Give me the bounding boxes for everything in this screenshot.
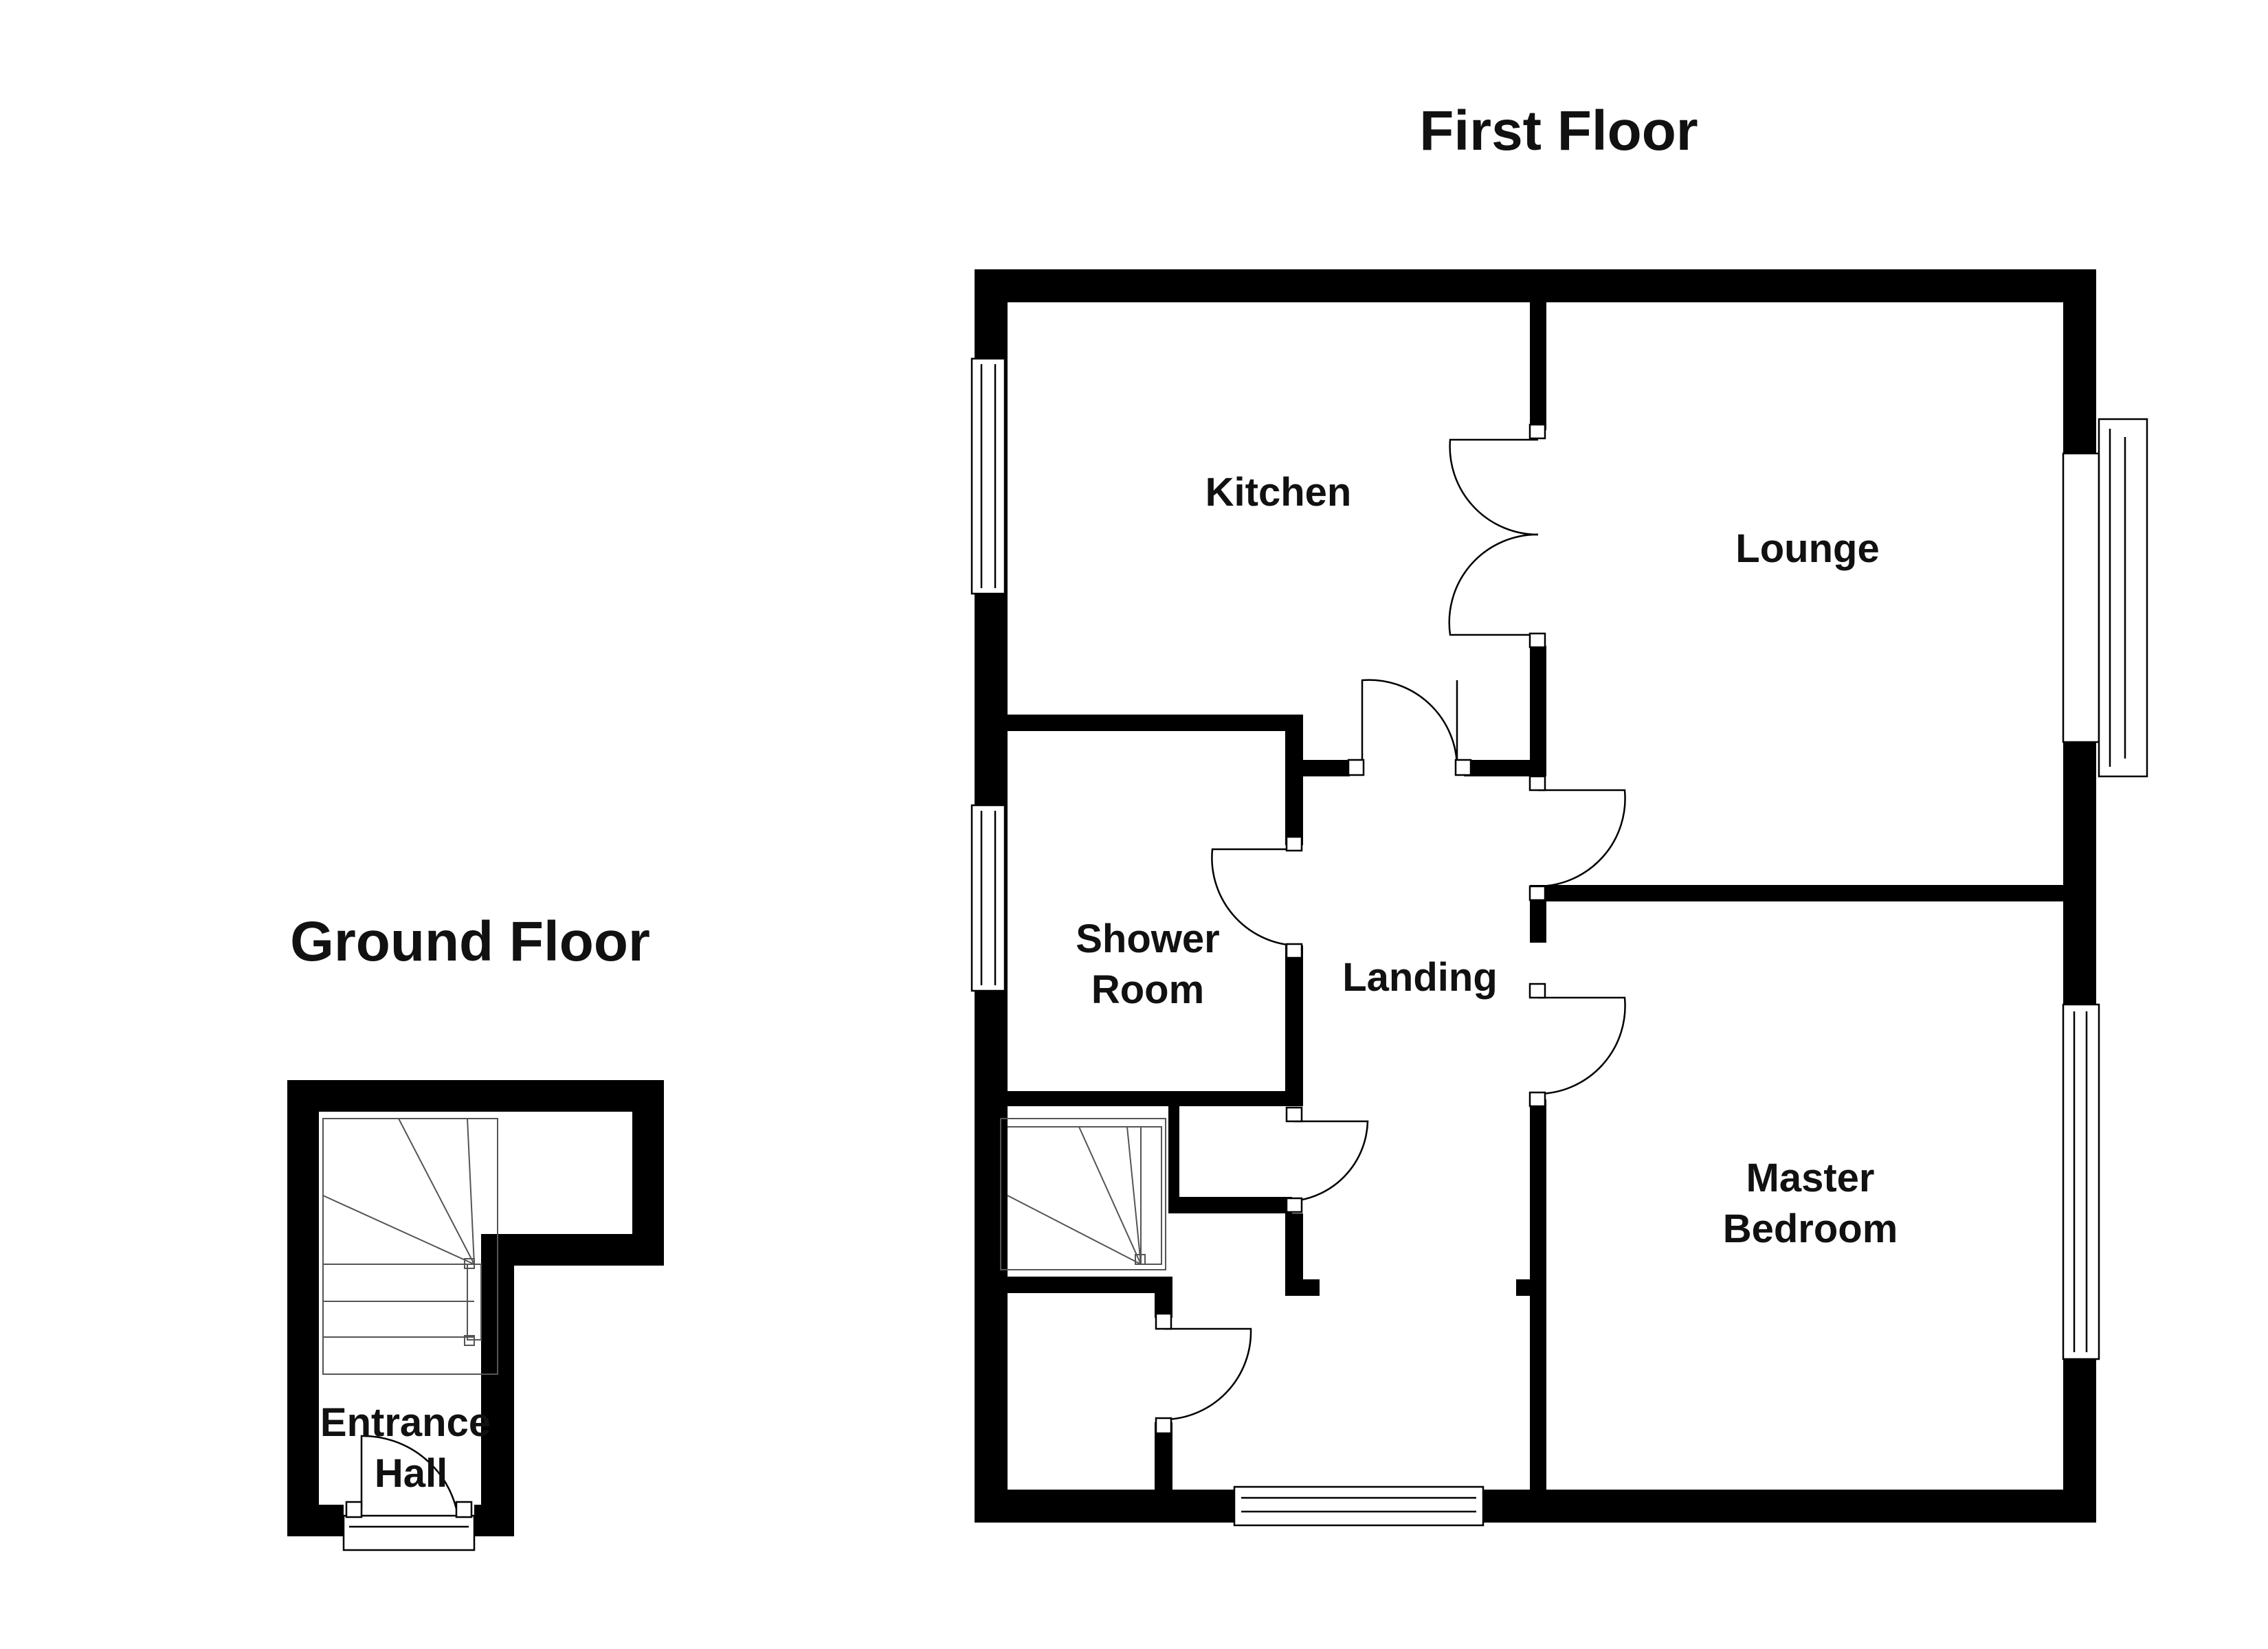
- lounge-door: [1528, 775, 1626, 901]
- room-label-shower-line2: Room: [1091, 967, 1204, 1012]
- shower-room-door: [1211, 835, 1303, 959]
- bedroom-window: [2062, 1003, 2100, 1360]
- room-label-entrance-line1: Entrance: [320, 1400, 491, 1445]
- room-label-lounge: Lounge: [1735, 526, 1879, 571]
- first-floor-title: First Floor: [1419, 100, 1698, 162]
- ground-floor-plan: Ground Floor Entrance Hall: [287, 910, 664, 1551]
- first-floor-windows: [970, 357, 2148, 1527]
- room-label-kitchen: Kitchen: [1205, 470, 1352, 515]
- first-floor-doors: [1155, 423, 1626, 1435]
- store-door: [1155, 1312, 1252, 1435]
- kitchen-lounge-double-door: [1448, 423, 1546, 649]
- entrance-threshold: [342, 1514, 476, 1551]
- room-label-entrance-line2: Hall: [375, 1451, 447, 1496]
- entrance-door: [345, 1435, 473, 1518]
- interior-walls: [1008, 302, 2063, 1490]
- lounge-bay-window: [2062, 418, 2148, 778]
- room-label-landing: Landing: [1342, 955, 1498, 1000]
- cupboard-door: [1285, 1106, 1369, 1213]
- kitchen-door: [1347, 679, 1472, 776]
- room-label-shower-line1: Shower: [1076, 917, 1220, 961]
- kitchen-window: [970, 357, 1006, 595]
- room-label-master-line1: Master: [1746, 1156, 1875, 1200]
- ground-floor-title: Ground Floor: [290, 910, 650, 973]
- shower-room-window: [970, 804, 1006, 992]
- ground-floor-stairs: [322, 1118, 498, 1375]
- room-label-master-line2: Bedroom: [1723, 1207, 1898, 1251]
- first-floor-plan: First Floor Kitchen Lounge Shower Room L…: [970, 100, 2148, 1527]
- ground-floor-walls: [287, 1080, 664, 1536]
- landing-window: [1233, 1485, 1485, 1527]
- master-bedroom-door: [1528, 983, 1626, 1108]
- first-floor-stairs: [1000, 1118, 1166, 1270]
